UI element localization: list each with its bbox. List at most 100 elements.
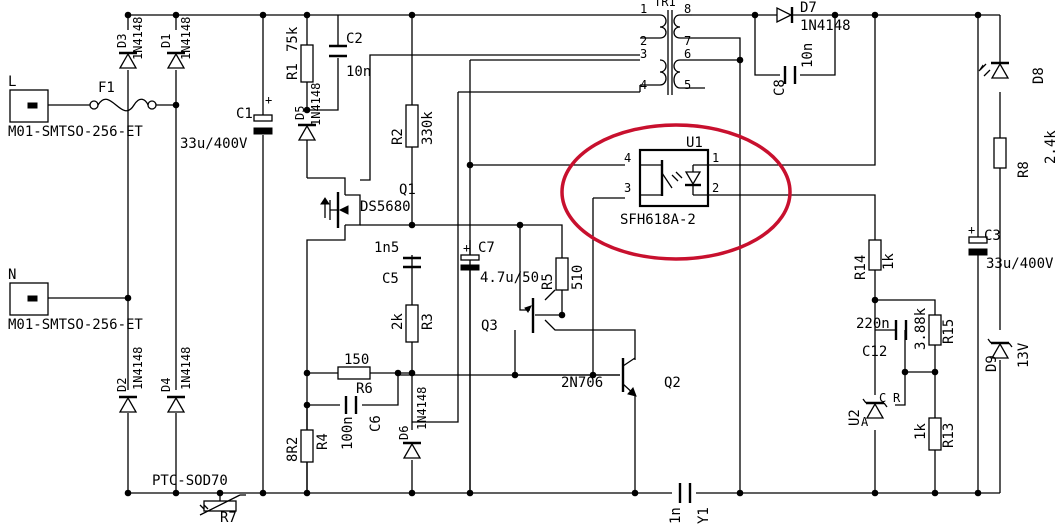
capacitor-c5-ref: C5	[382, 271, 399, 287]
capacitor-c7: + C7 4.7u/50	[460, 240, 539, 286]
capacitor-c5: 1n5 C5	[374, 240, 421, 287]
resistor-r14: R14 1k	[853, 239, 897, 280]
terminal-n-letter: N	[8, 267, 16, 283]
transistor-q2-ref: Q2	[664, 375, 681, 391]
terminal-l-part: M01-SMTSO-256-ET	[8, 124, 143, 140]
diode-d7-value: 1N4148	[800, 18, 851, 34]
capacitor-c6-value: 100n	[340, 416, 356, 450]
capacitor-c2-ref: C2	[346, 31, 363, 47]
mosfet-q1: Q1 DS5680	[320, 182, 416, 228]
zener-d9-value: 13V	[1016, 342, 1032, 368]
capacitor-y1-value: 1n	[668, 507, 684, 524]
tr1-pin-7: 7	[684, 34, 691, 48]
fuse-f1: F1	[89, 80, 157, 112]
optocoupler-u1: 4 3 1 2 U1 SFH618A-2	[620, 135, 719, 228]
shunt-u2-ref: U2	[847, 409, 863, 426]
resistor-r13-ref: R13	[941, 423, 957, 448]
resistor-r6: 150 R6	[337, 352, 373, 397]
resistor-r4: 8R2 R4	[285, 429, 331, 463]
diode-d3-ref: D3	[115, 34, 129, 48]
capacitor-c2: C2 10n	[329, 31, 371, 80]
resistor-r6-value: 150	[344, 352, 369, 368]
shunt-u2-pin-r: R	[893, 391, 901, 405]
transistor-q2: 2N706 Q2	[561, 357, 681, 397]
capacitor-c12-ref: C12	[862, 344, 887, 360]
diode-d7: D7 1N4148	[776, 0, 851, 34]
capacitor-c1-value: 33u/400V	[180, 136, 248, 152]
resistor-r4-ref: R4	[315, 433, 331, 450]
resistor-r14-ref: R14	[853, 255, 869, 280]
ptc-r7-ref: R7	[220, 510, 237, 524]
capacitor-c6: 100n C6	[340, 396, 384, 450]
resistor-r5-value: 510	[570, 265, 586, 290]
capacitor-c12-value: 220n	[856, 316, 890, 332]
tr1-ref: TR1	[654, 0, 676, 9]
u1-pin-2: 2	[712, 181, 719, 195]
svg-text:+: +	[968, 223, 975, 237]
svg-text:+: +	[463, 241, 470, 255]
resistor-r13-value: 1k	[913, 423, 929, 440]
diode-d4-ref: D4	[159, 378, 173, 392]
tr1-pin-4: 4	[640, 78, 647, 92]
resistor-r3-value: 2k	[390, 313, 406, 330]
shunt-u2-pin-a: A	[861, 415, 869, 429]
capacitor-c8-ref: C8	[772, 79, 788, 96]
transistor-q2-value: 2N706	[561, 375, 603, 391]
diode-d2-ref: D2	[115, 378, 129, 392]
mosfet-q1-ref: Q1	[399, 182, 416, 198]
diode-d6: D6 1N4148	[397, 387, 429, 459]
resistor-r1: R1 75k	[285, 26, 314, 83]
shunt-u2-pin-c: C	[879, 391, 886, 405]
shunt-u2: U2 A C R	[847, 391, 901, 429]
capacitor-c6-ref: C6	[368, 415, 384, 432]
resistor-r15: 3.88k R15	[913, 307, 957, 350]
transformer-tr1: 1 2 3 4 5 6 7 8 TR1	[639, 0, 691, 95]
diode-d1-ref: D1	[159, 34, 173, 48]
u1-value: SFH618A-2	[620, 212, 696, 228]
tr1-pin-8: 8	[684, 2, 691, 16]
resistor-r13: 1k R13	[913, 417, 957, 451]
diode-d4: D4 1N4148	[159, 347, 193, 413]
resistor-r15-value: 3.88k	[913, 307, 929, 350]
terminal-l: L M01-SMTSO-256-ET	[8, 74, 143, 140]
u1-ref: U1	[686, 135, 703, 151]
fuse-f1-label: F1	[98, 80, 115, 96]
tr1-pin-6: 6	[684, 47, 691, 61]
diode-d4-value: 1N4148	[179, 347, 193, 390]
tr1-pin-5: 5	[684, 78, 691, 92]
junction-dots	[124, 11, 982, 497]
u1-pin-1: 1	[712, 151, 719, 165]
diode-d6-ref: D6	[397, 426, 411, 440]
resistor-r1-ref: R1	[285, 63, 301, 80]
tr1-pin-3: 3	[640, 47, 647, 61]
ptc-r7: PTC-SOD70 R7	[152, 473, 246, 524]
highlight-ellipse	[560, 123, 792, 261]
capacitor-c12: 220n C12	[856, 316, 908, 360]
diode-d1-value: 1N4148	[179, 17, 193, 60]
zener-d9: D9 13V	[984, 338, 1032, 372]
resistor-r14-value: 1k	[881, 253, 897, 270]
capacitor-y1: 1n Y1	[668, 483, 712, 524]
terminal-n-part: M01-SMTSO-256-ET	[8, 317, 143, 333]
resistor-r15-ref: R15	[941, 319, 957, 344]
diode-d2: D2 1N4148	[115, 347, 145, 413]
capacitor-c1: + C1 33u/400V	[180, 93, 273, 152]
diode-d5-value: 1N4148	[309, 83, 323, 126]
capacitor-c3: + C3 33u/400V	[968, 223, 1054, 272]
resistor-r2-ref: R2	[390, 128, 406, 145]
capacitor-c3-ref: C3	[984, 228, 1001, 244]
zener-d9-ref: D9	[984, 355, 1000, 372]
transistor-q3-ref: Q3	[481, 318, 498, 334]
diode-d3: D3 1N4148	[115, 17, 145, 69]
resistor-r6-ref: R6	[356, 381, 373, 397]
u1-pin-4: 4	[624, 151, 631, 165]
tr1-pin-1: 1	[640, 2, 647, 16]
capacitor-c8-value: 10n	[800, 43, 816, 68]
resistor-r3: 2k R3	[390, 304, 436, 343]
capacitor-c3-value: 33u/400V	[986, 256, 1054, 272]
capacitor-y1-ref: Y1	[696, 507, 712, 524]
diode-d3-value: 1N4148	[131, 17, 145, 60]
tr1-pin-2: 2	[640, 34, 647, 48]
svg-text:+: +	[265, 93, 272, 107]
